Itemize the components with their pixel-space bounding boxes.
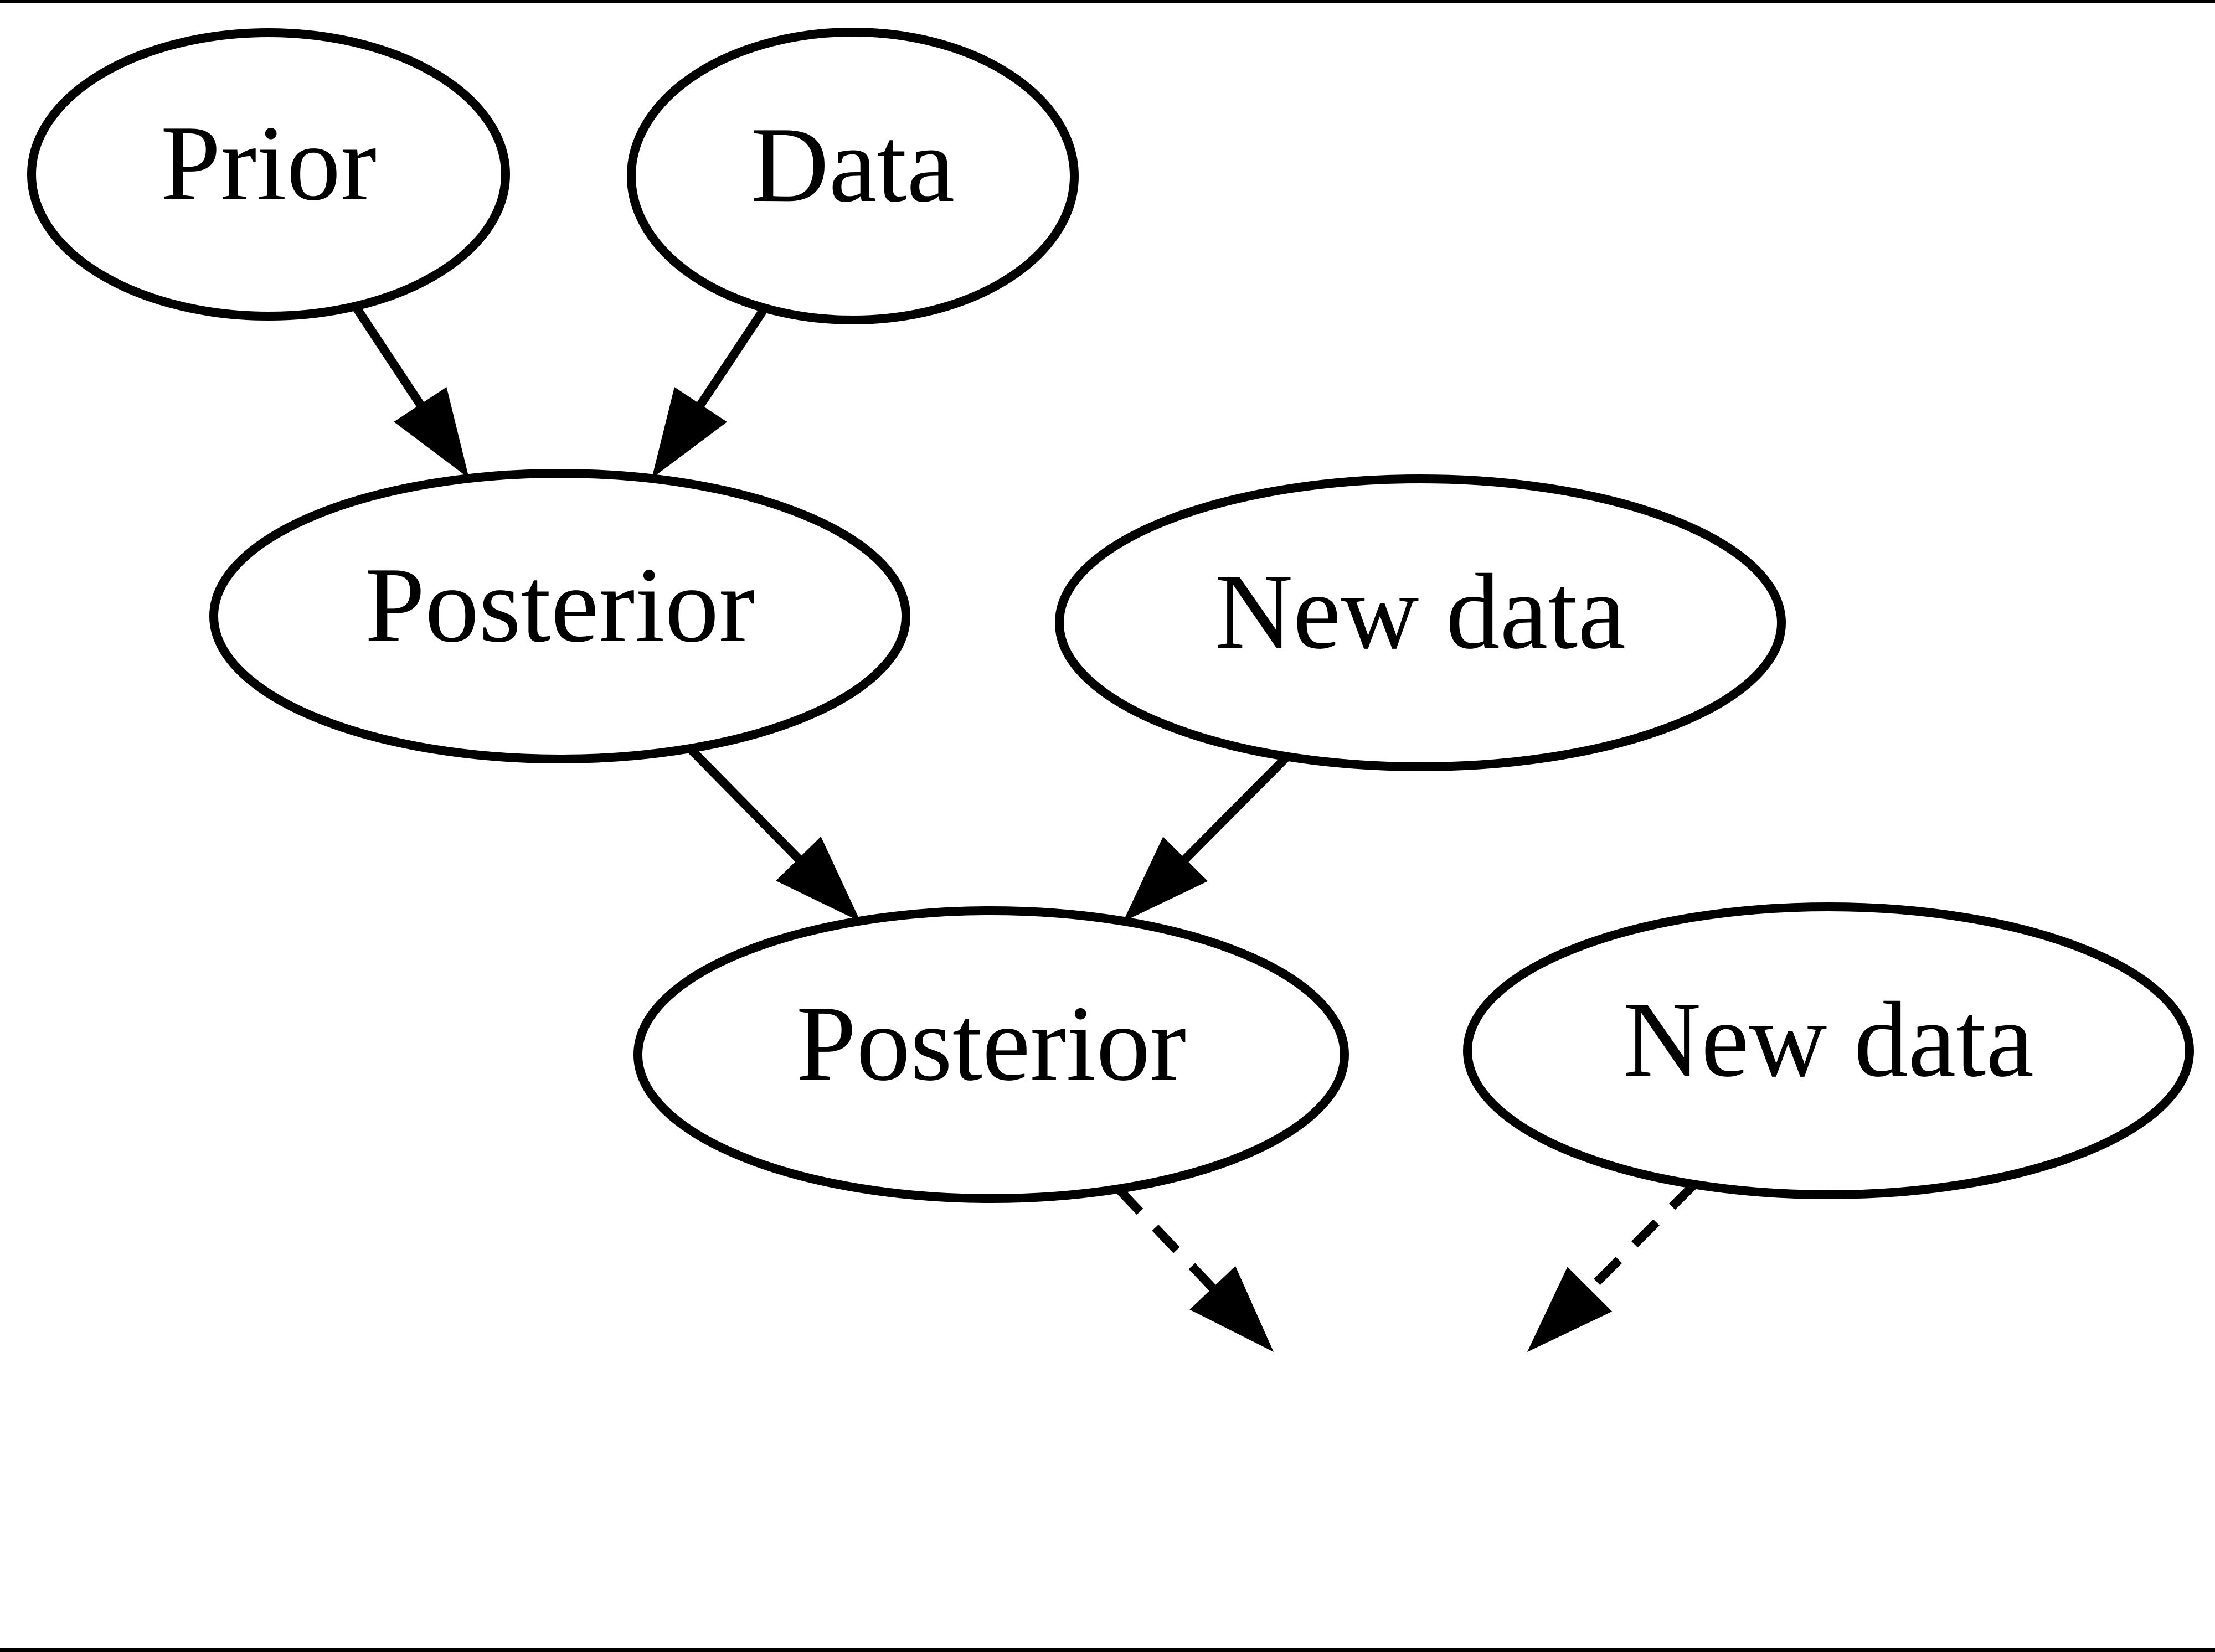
- node-ellipse-posterior-2: [633, 906, 1349, 1203]
- node-ellipse-data: [627, 28, 1079, 324]
- node-ellipse-posterior-1: [209, 469, 910, 763]
- edge-arrowhead-new-data-2-to-continuation-2: [1527, 1267, 1613, 1352]
- edge-arrowhead-prior-to-posterior-1: [394, 387, 469, 478]
- node-label-data: Data: [751, 105, 955, 225]
- node-label-posterior-2: Posterior: [796, 984, 1186, 1103]
- edge-line-data-to-posterior-1: [695, 306, 768, 410]
- edge-line-prior-to-posterior-1: [352, 304, 426, 410]
- top-border-rule: [0, 0, 2215, 3]
- edge-line-new-data-1-to-posterior-2: [1179, 754, 1290, 865]
- node-ellipse-new-data-1: [1055, 474, 1786, 771]
- edge-arrowhead-posterior-2-to-continuation-1: [1189, 1266, 1274, 1352]
- edge-arrowhead-new-data-1-to-posterior-2: [1123, 837, 1208, 922]
- edge-line-posterior-1-to-posterior-2: [687, 745, 804, 864]
- node-label-prior: Prior: [161, 104, 377, 223]
- edge-line-posterior-2-to-continuation-1: [1115, 1186, 1218, 1293]
- edge-arrowhead-data-to-posterior-1: [652, 387, 727, 478]
- node-ellipse-new-data-2: [1463, 902, 2194, 1199]
- node-label-new-data-2: New data: [1623, 980, 2034, 1099]
- bottom-border-rule: [0, 1648, 2215, 1652]
- node-ellipse-prior: [27, 28, 510, 321]
- edge-arrowhead-posterior-1-to-posterior-2: [776, 836, 861, 922]
- edge-line-new-data-2-to-continuation-2: [1584, 1181, 1697, 1295]
- node-label-new-data-1: New data: [1215, 552, 1626, 672]
- node-label-posterior-1: Posterior: [365, 545, 755, 665]
